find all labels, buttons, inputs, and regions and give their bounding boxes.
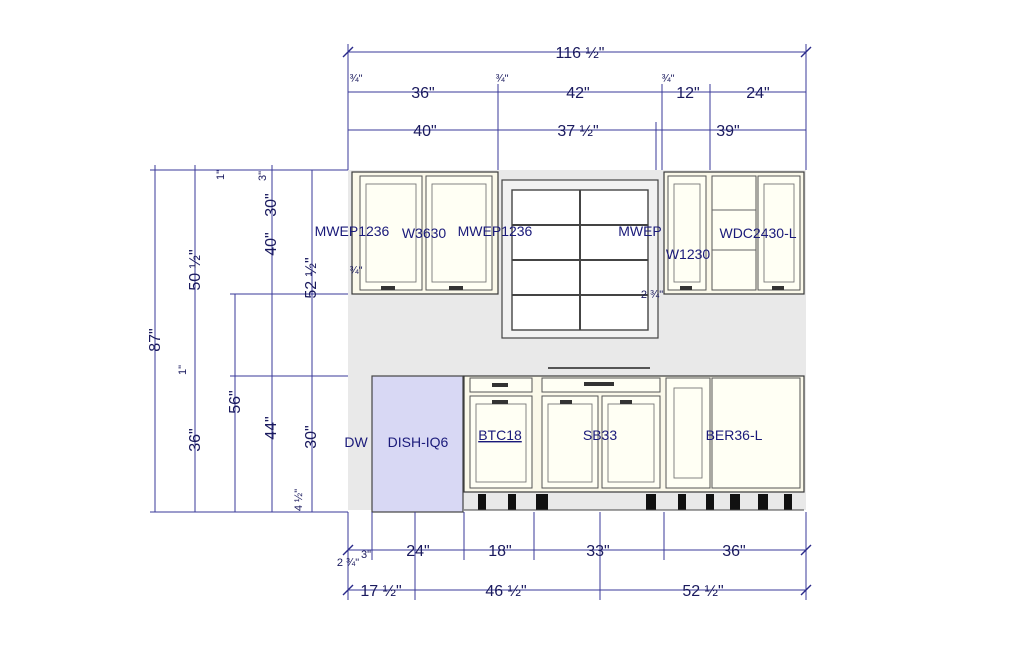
label-dish-iq6: DISH-IQ6: [388, 434, 449, 450]
dim-col4-4: 4 ½": [293, 489, 305, 511]
left-dimensions: 87" 1" 50 ½" 1" 36" 56" 3" 40" 30" 44" 4…: [147, 165, 363, 513]
dim-row1-6: 24": [746, 85, 769, 102]
label-mwep: MWEP: [618, 223, 662, 239]
upper-door-right: [425, 175, 493, 291]
dim-bottom2-2: 52 ½": [682, 583, 723, 600]
dim-col4-1: 40": [263, 232, 280, 255]
label-dw: DW: [344, 434, 368, 450]
dim-row1-4: ¾": [661, 73, 674, 85]
overall-width-dim: 116 ½": [556, 45, 605, 62]
dim-col5-0: 52 ½": [303, 257, 320, 298]
upper-cabinets: [351, 171, 805, 339]
dim-col4-2: 30": [263, 193, 280, 216]
dim-total-height: 87": [147, 328, 164, 351]
base-cabinets: [371, 367, 805, 513]
label-mwep1236-right: MWEP1236: [458, 223, 533, 239]
dim-row1-1: 36": [411, 85, 434, 102]
dim-col5-1: 30": [303, 425, 320, 448]
label-sb33: SB33: [583, 427, 617, 443]
dim-bottom1-5: 36": [722, 543, 745, 560]
dim-col2-1: 50 ½": [187, 249, 204, 290]
dim-row1-2: ¾": [495, 73, 508, 85]
label-btc18: BTC18: [478, 427, 522, 443]
upper-door-left: [359, 175, 423, 291]
label-mwep1236-left: MWEP1236: [315, 223, 390, 239]
label-gap-dim: 2 ¾": [641, 289, 663, 301]
label-w1230: W1230: [666, 246, 711, 262]
bottom-dimensions: 2 ¾" 3" 24" 18" 33" 36" 17 ½" 46 ½" 52 ½…: [337, 512, 812, 600]
wdc-door: [757, 175, 801, 291]
dim-bottom1-2: 24": [406, 543, 429, 560]
dim-bottom2-0: 17 ½": [360, 583, 401, 600]
wdc-shelves: [711, 175, 757, 291]
cabinet-labels: MWEP1236 W3630 MWEP1236 MWEP W1230 WDC24…: [315, 223, 797, 450]
dim-col3-0: 56": [227, 390, 244, 413]
label-wdc2430: WDC2430-L: [719, 225, 796, 241]
dim-col2-2: 1": [177, 365, 189, 375]
dishwasher: [371, 375, 464, 513]
dim-row2-1: 37 ½": [557, 123, 598, 140]
dim-row2-0: 40": [413, 123, 436, 140]
dim-col2-0: 1": [215, 170, 227, 180]
dim-row2-2: 39": [716, 123, 739, 140]
door-handle: [449, 286, 463, 290]
door-handle: [381, 286, 395, 290]
dim-bottom1-0: 2 ¾": [337, 557, 359, 569]
dim-bottom1-4: 33": [586, 543, 609, 560]
dim-row1-3: 42": [566, 85, 589, 102]
dim-bottom2-1: 46 ½": [485, 583, 526, 600]
label-ber36: BER36-L: [706, 427, 763, 443]
dim-bottom1-3: 18": [488, 543, 511, 560]
dim-col5-2: ¾": [349, 265, 362, 277]
dim-col4-0: 3": [257, 171, 269, 181]
dim-col2-3: 36": [187, 428, 204, 451]
top-dimensions: 116 ½" ¾" 36" ¾" 42" ¾" 12" 24" 40" 37 ½…: [342, 44, 812, 170]
label-w3630: W3630: [402, 225, 447, 241]
dim-row1-5: 12": [676, 85, 699, 102]
dim-row1-0: ¾": [349, 73, 362, 85]
dim-bottom1-1: 3": [361, 549, 371, 561]
dim-col4-3: 44": [263, 416, 280, 439]
